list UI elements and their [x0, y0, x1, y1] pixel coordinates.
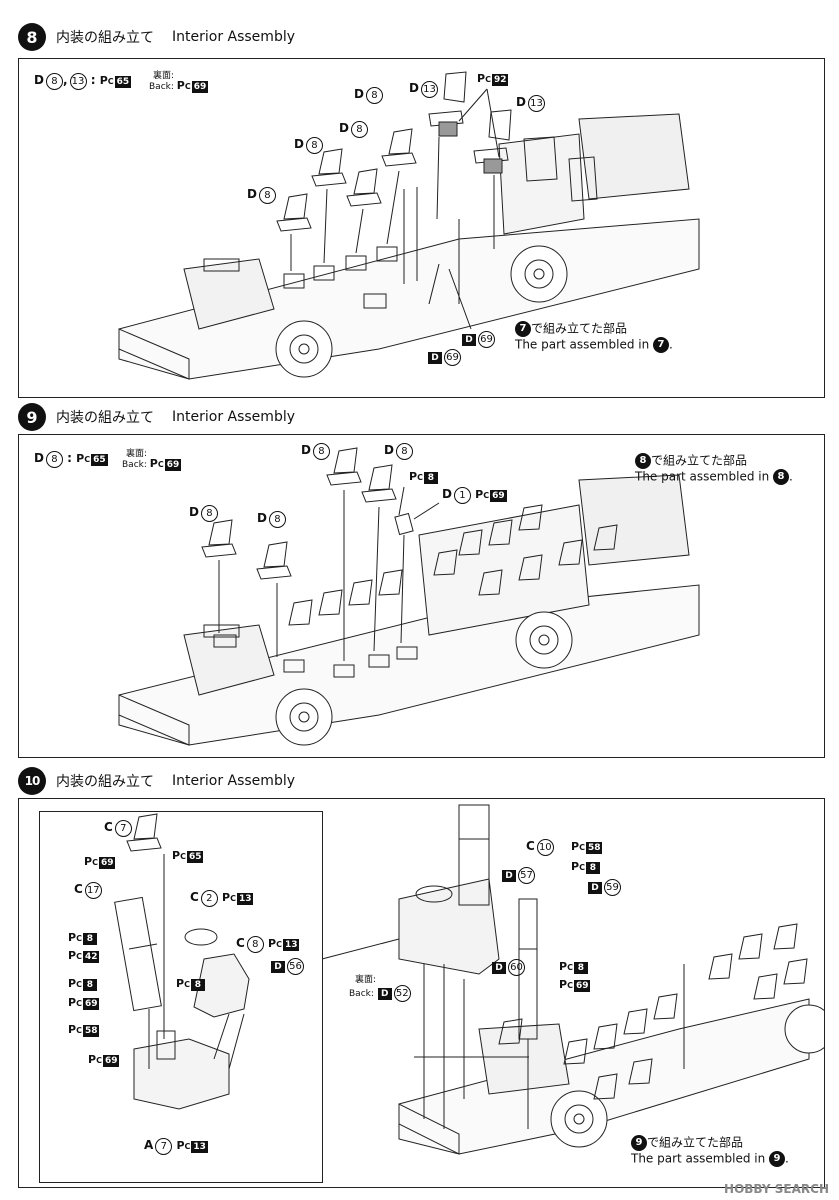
step-10-number: 10 [18, 767, 46, 795]
step-9-header: 9 内装の組み立て Interior Assembly [18, 402, 295, 432]
step-9-number: 9 [18, 403, 46, 431]
step-9-drawing [118, 447, 700, 746]
step-8-title-jp: 内装の組み立て [56, 30, 154, 46]
step-9-title-en: Interior Assembly [172, 409, 295, 425]
step-8-title-en: Interior Assembly [172, 29, 295, 45]
step-10-title-en: Interior Assembly [172, 773, 295, 789]
step-9-title-jp: 内装の組み立て [56, 410, 154, 426]
step-10-drawing [114, 804, 824, 1155]
step-10-title-jp: 内装の組み立て [56, 774, 154, 790]
watermark: HOBBY SEARCH [724, 1182, 829, 1196]
step-8-drawing [118, 71, 700, 380]
step-8-header: 8 内装の組み立て Interior Assembly [18, 22, 295, 52]
step-8-number: 8 [18, 23, 46, 51]
step-10-header: 10 内装の組み立て Interior Assembly [18, 766, 295, 796]
